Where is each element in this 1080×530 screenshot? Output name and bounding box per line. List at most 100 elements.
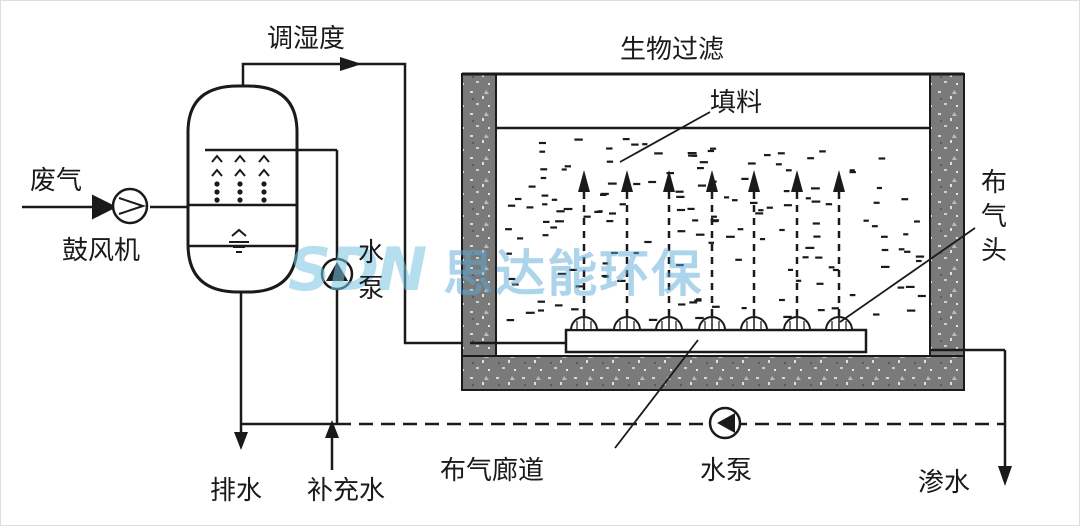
packing-particle [914,220,920,223]
drain-line [234,292,337,450]
packing-particle [694,299,702,302]
packing-particle [777,152,785,155]
packing-particle [708,241,714,244]
packing-particle [526,206,534,209]
spray-droplet [214,197,220,203]
humidified-gas-line [241,57,470,345]
packing-particle [905,285,915,288]
water-level-symbol [229,228,249,253]
label-water-pump-bottom: 泵 [358,274,385,304]
packing-particle [775,163,782,166]
packing-particle [697,167,704,170]
packing-particle [676,195,685,198]
packing-particle [779,228,785,232]
label-gas-corridor: 布气廊道 [440,456,545,486]
packing-particle [619,203,626,206]
packing-particle [575,285,583,288]
packing-media [505,138,926,322]
packing-particle [711,220,719,223]
packing-particle [755,212,764,215]
spray-chevron [211,168,223,177]
packing-particle [515,197,522,201]
packing-particle [724,196,730,199]
packing-particle [609,212,616,215]
packing-particle [666,172,674,175]
packing-particle [881,235,888,238]
packing-particle [551,198,558,201]
packing-particle [692,219,699,222]
packing-particle [556,210,565,213]
packing-particle [903,233,909,236]
packing-particle [563,207,573,211]
packing-particle [542,234,549,237]
packing-particle [783,315,792,318]
packing-particle [732,199,738,202]
packing-particle [687,207,695,210]
packing-particle [783,204,792,207]
upflow-arrowhead [578,170,590,192]
spray-chevron [258,168,270,177]
label-packing: 填料 [710,88,763,118]
packing-particle [876,186,882,190]
packing-particle [901,198,909,201]
water-pump-icon-left [320,257,354,291]
packing-particle [525,311,535,314]
packing-particle [617,279,626,282]
upflow-arrowhead [833,170,845,192]
packing-particle [687,152,697,155]
upflow-arrowhead [791,170,803,192]
spray-droplet [214,189,220,195]
packing-particle [550,226,557,229]
leader-lines [614,111,976,449]
packing-particle [648,180,657,184]
spray-droplet [261,197,267,203]
packing-particle [811,187,820,190]
packing-particle [783,190,790,193]
packing-particle [561,168,567,171]
packing-particle [849,171,856,174]
packing-particle [710,147,717,150]
packing-particle [644,240,652,244]
packing-particle [741,307,747,310]
packing-particle [805,246,815,249]
packing-particle [849,294,856,297]
packing-particle [606,160,614,163]
packing-particle [906,309,916,312]
packing-particle [735,258,742,261]
spray-chevron [211,154,223,163]
packing-particle [915,255,925,258]
upflow-arrowhead [748,170,760,192]
packing-particle [540,176,547,180]
spray-chevron [234,154,246,163]
packing-particle [873,313,880,316]
packing-particle [916,259,922,263]
packing-particle [849,169,855,172]
packing-particle [819,150,826,153]
label-drain: 排水 [210,476,263,506]
label-water-pump-top: 水 [358,238,385,268]
packing-particle [506,252,512,255]
packing-particle [564,165,571,168]
packing-particle [538,141,546,145]
packing-particle [707,149,715,153]
label-humidity: 调湿度 [267,24,346,54]
packing-particle [811,200,821,203]
packing-particle [677,230,686,233]
spray-chevron [234,168,246,177]
packing-particle [688,154,698,157]
packing-particle [676,264,684,267]
packing-particle [675,190,684,193]
label-gas-head-3: 头 [981,236,1008,266]
packing-particle [601,274,608,278]
packing-particle [813,235,821,238]
packing-particle [815,256,823,259]
packing-particle [750,201,758,204]
packing-particle [631,143,639,146]
spray-droplet [237,189,243,195]
packing-particle [737,228,744,231]
packing-particle [633,182,641,186]
packing-particle [571,308,579,311]
makeup-water-line [325,420,339,470]
spray-droplet [261,189,267,195]
